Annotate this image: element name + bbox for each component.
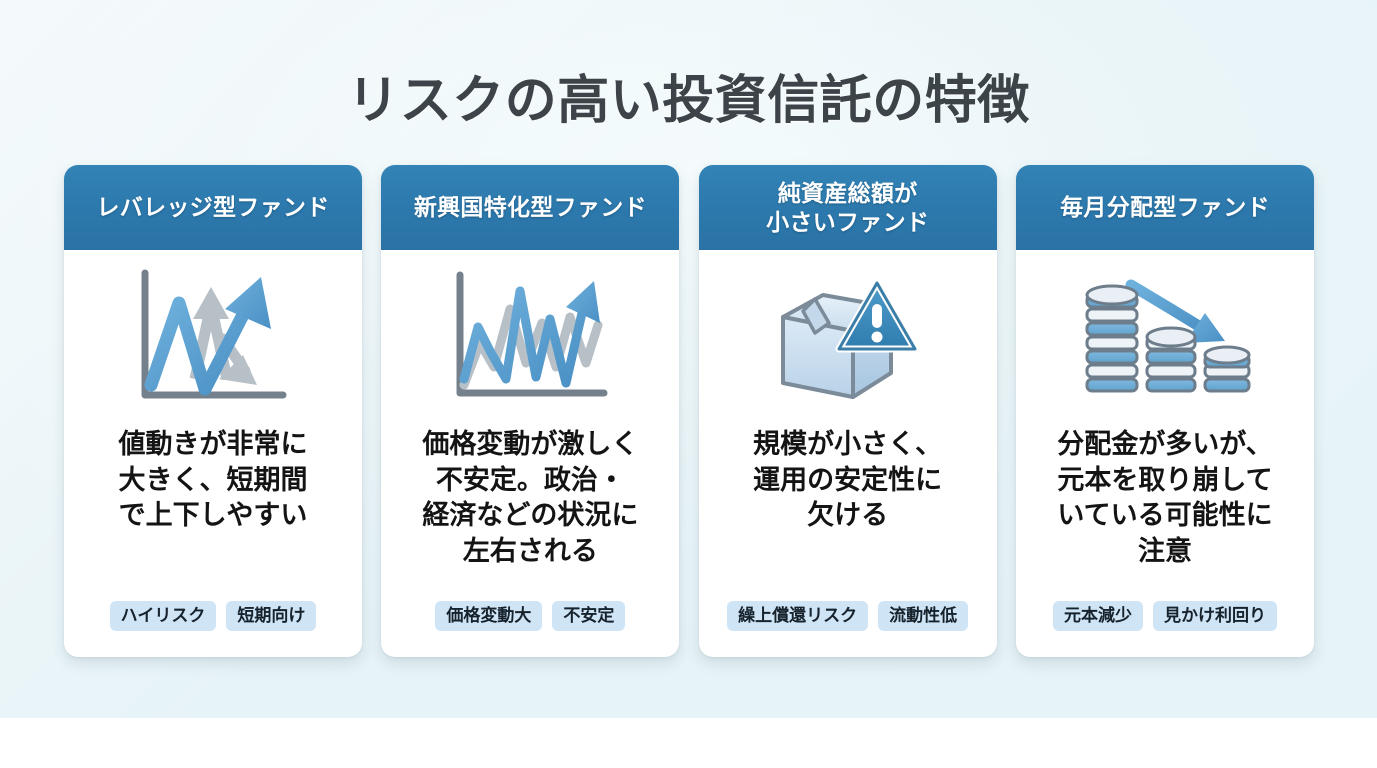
tag[interactable]: 見かけ利回り bbox=[1152, 601, 1277, 631]
tag[interactable]: ハイリスク bbox=[109, 601, 217, 631]
card-header-title: レバレッジ型ファンド bbox=[64, 165, 362, 250]
tag[interactable]: 繰上償還リスク bbox=[727, 601, 869, 631]
card-header-title: 毎月分配型ファンド bbox=[1015, 165, 1314, 250]
card-body: 分配金が多いが、 元本を取り崩して いている可能性に 注意 元本減少 見かけ利回… bbox=[1016, 250, 1314, 657]
page-title: リスクの高い投資信託の特徴 bbox=[347, 72, 1030, 130]
card-tags: ハイリスク 短期向け bbox=[109, 601, 317, 657]
tag[interactable]: 不安定 bbox=[552, 601, 626, 631]
card-body: 価格変動が激しく 不安定。政治・ 経済などの状況に 左右される 価格変動大 不安… bbox=[381, 250, 679, 657]
card-description: 分配金が多いが、 元本を取り崩して いている可能性に 注意 bbox=[1057, 429, 1273, 566]
card-list: レバレッジ型ファンド bbox=[64, 165, 1314, 657]
bottom-white-strip bbox=[0, 718, 1377, 768]
card-description: 規模が小さく、 運用の安定性に 欠ける bbox=[753, 429, 943, 531]
tag[interactable]: 流動性低 bbox=[878, 601, 969, 631]
card-leveraged-fund[interactable]: レバレッジ型ファンド bbox=[64, 165, 362, 657]
card-tags: 価格変動大 不安定 bbox=[435, 601, 626, 657]
box-with-warning-triangle-icon bbox=[713, 250, 983, 425]
zigzag-multiline-chart-icon bbox=[395, 250, 665, 425]
volatile-chart-up-down-arrows-icon bbox=[78, 250, 348, 425]
tag[interactable]: 元本減少 bbox=[1052, 601, 1143, 631]
card-description: 価格変動が激しく 不安定。政治・ 経済などの状況に 左右される bbox=[422, 429, 639, 566]
card-body: 規模が小さく、 運用の安定性に 欠ける 繰上償還リスク 流動性低 bbox=[699, 250, 997, 657]
declining-coin-stacks-icon bbox=[1030, 250, 1300, 425]
card-small-net-assets-fund[interactable]: 純資産総額が 小さいファンド bbox=[698, 165, 997, 657]
card-body: 値動きが非常に 大きく、短期間 で上下しやすい ハイリスク 短期向け bbox=[64, 250, 362, 657]
card-tags: 繰上償還リスク 流動性低 bbox=[727, 601, 969, 657]
card-header-title: 新興国特化型ファンド bbox=[381, 165, 680, 250]
card-tags: 元本減少 見かけ利回り bbox=[1052, 601, 1277, 657]
tag[interactable]: 短期向け bbox=[226, 601, 317, 631]
card-description: 値動きが非常に 大きく、短期間 で上下しやすい bbox=[118, 429, 308, 531]
card-header-title: 純資産総額が 小さいファンド bbox=[698, 165, 997, 250]
card-emerging-markets-fund[interactable]: 新興国特化型ファンド 価格変動が激しく 不安定。政治・ bbox=[381, 165, 680, 657]
card-monthly-distribution-fund[interactable]: 毎月分配型ファンド bbox=[1015, 165, 1314, 657]
tag[interactable]: 価格変動大 bbox=[435, 601, 543, 631]
